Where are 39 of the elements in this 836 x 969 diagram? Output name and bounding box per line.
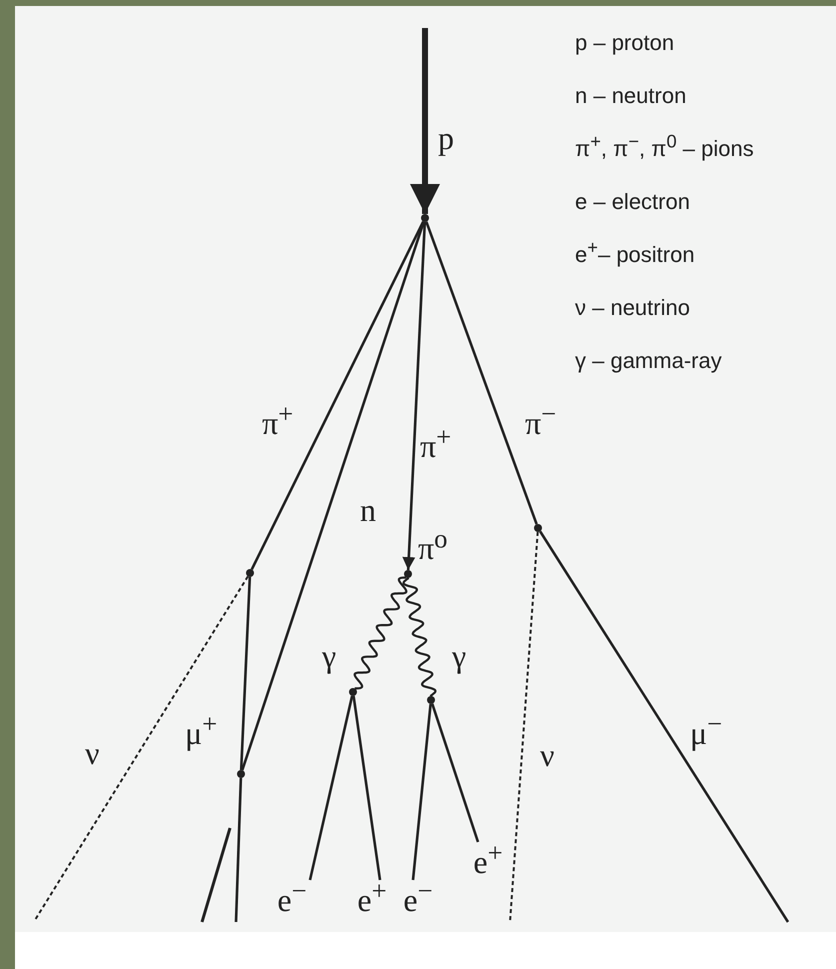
particle-track <box>431 703 480 842</box>
particle-track <box>410 28 440 214</box>
neutrino-track <box>509 532 539 922</box>
edge-label: π$^{+}$ <box>420 428 452 464</box>
photon-wavy-line <box>354 576 408 690</box>
edge-label: n <box>360 492 376 528</box>
legend-entry: γ – gamma-ray <box>575 348 722 374</box>
particle-label: e$^{+}$ <box>352 880 392 920</box>
photon-wavy-line <box>402 577 437 697</box>
particle-track <box>352 696 382 880</box>
legend-entry: e – electron <box>575 189 690 215</box>
edge-label: π$^{−}$ <box>525 405 556 441</box>
edge-label: ν <box>85 735 100 771</box>
particle-track <box>241 221 425 771</box>
particle-label: e$^{−}$ <box>398 880 438 920</box>
particle-track <box>234 778 242 922</box>
particle-label: e$^{−}$ <box>272 880 312 920</box>
particle-label: π$^{o}$ <box>418 530 448 566</box>
edge-label: p <box>438 120 454 156</box>
particle-track <box>402 222 426 570</box>
particle-track <box>425 221 538 525</box>
particle-track <box>412 704 432 880</box>
edge-label: ν <box>540 737 554 773</box>
particle-label: e$^{+}$ <box>468 842 508 882</box>
legend-entry: e$^{+}$– positron <box>575 242 695 268</box>
legend-entry: ν – neutrino <box>575 295 690 321</box>
particle-track <box>240 576 252 770</box>
edge-label: μ$^{+}$ <box>185 715 218 751</box>
particle-track <box>539 530 790 923</box>
particle-track <box>308 696 354 880</box>
edge-label: π$^{+}$ <box>262 405 294 441</box>
particle-track <box>250 221 424 570</box>
legend-entry: n – neutron <box>575 83 686 109</box>
legend-entry: π$^{+}$, π$^{−}$, π$^{0}$ – pions <box>575 136 754 162</box>
edge-label: γ <box>322 638 336 674</box>
edge-label: γ <box>452 638 466 674</box>
legend-entry: p – proton <box>575 30 674 56</box>
neutrino-track <box>34 576 249 921</box>
edge-label: μ$^{−}$ <box>690 715 722 751</box>
